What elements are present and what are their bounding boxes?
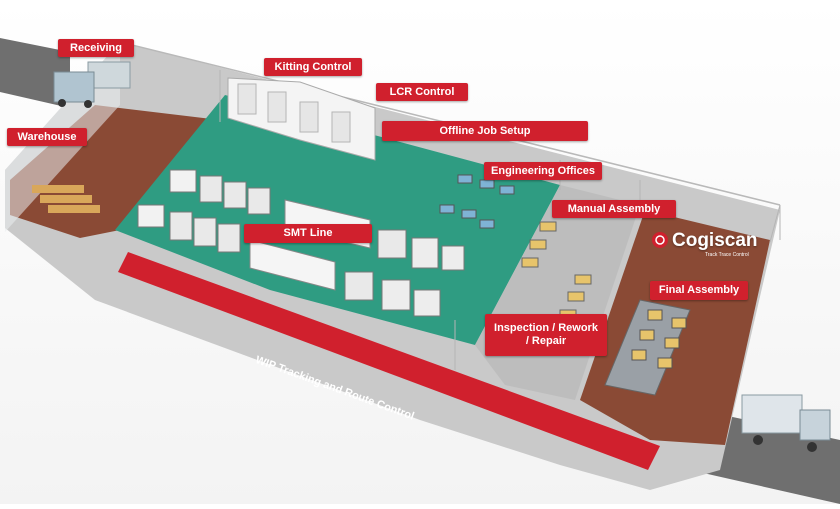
road-left [0,38,70,108]
label-inspection-rework-repair: Inspection / Rework / Repair [485,314,607,356]
label-warehouse: Warehouse [7,128,87,146]
cogiscan-logo: Cogiscan [672,230,758,251]
final-assembly-line [604,299,691,396]
delivery-truck-right [741,394,831,452]
warehouse-shelves [32,185,100,213]
label-smt-line: SMT Line [244,224,372,243]
label-manual-assembly: Manual Assembly [552,200,676,218]
label-offline-job-setup: Offline Job Setup [382,121,588,141]
wip-tracking-bar [118,252,660,470]
engineering-desks [439,174,515,229]
label-kitting-control: Kitting Control [264,58,362,76]
label-lcr-control: LCR Control [376,83,468,101]
label-final-assembly: Final Assembly [650,281,748,300]
cogiscan-logo-icon [652,232,668,248]
label-engineering-offices: Engineering Offices [484,162,602,180]
label-receiving: Receiving [58,39,134,57]
smt-line-row-2 [137,204,441,317]
delivery-truck-left [53,61,131,108]
kitting-control-machines [227,77,376,161]
cogiscan-tagline: Track Trace Control [705,252,749,258]
